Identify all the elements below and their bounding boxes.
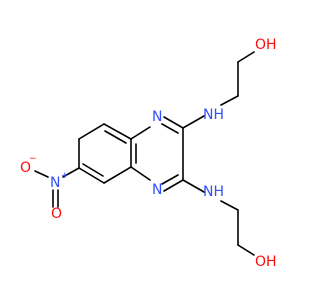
oh-bottom-label: OH [255,254,277,270]
bond-n1-c2 [163,116,184,129]
nitro-n-charge: + [61,171,69,181]
bond-c6-nitro-n [62,167,80,178]
nitro-o-bottom-label: O [51,206,62,222]
bond-c2-nh-upper [182,115,205,129]
bond-nh-lower-ch2 [220,200,239,211]
atom-labels: OH NH N N NH OH N + O − O [20,37,277,270]
bond-c4a-c5 [103,166,132,184]
bond-c3-nh-lower [182,179,205,193]
ring-n-upper-label: N [152,109,162,125]
molecule-structure-diagram: OH NH N N NH OH N + O − O [20,37,277,270]
bond-c8a-n1 [130,126,151,140]
bond-c8-c8a [103,123,132,140]
structure-canvas: OH NH N N NH OH N + O − O [20,37,277,270]
bond-c3-n4-inner [161,174,179,185]
bond-c7-c8 [78,123,105,140]
bond-c3-n4 [163,179,184,192]
bond-ch2-oh-upper [237,51,255,63]
bond-c5-c6 [78,167,105,184]
bond-n1-c2-inner [161,123,179,134]
nitro-o-left-label: O [20,160,31,176]
bond-nh-upper-ch2 [220,95,239,106]
nh-upper-label: NH [203,107,224,123]
nh-lower-label: NH [203,184,224,200]
nitro-o-left-charge: − [29,154,37,164]
bond-nitro-n-o-left [34,170,49,178]
ring-n-lower-label: N [152,182,162,198]
nitro-n-label: N [50,175,60,191]
bond-c8-c8a-inner [104,130,127,144]
oh-top-label: OH [255,37,277,53]
bond-n4-c4a [130,166,151,181]
bonds [34,51,255,256]
bond-c5-c6-inner [82,163,104,177]
bond-ch2-oh-lower [237,244,255,256]
